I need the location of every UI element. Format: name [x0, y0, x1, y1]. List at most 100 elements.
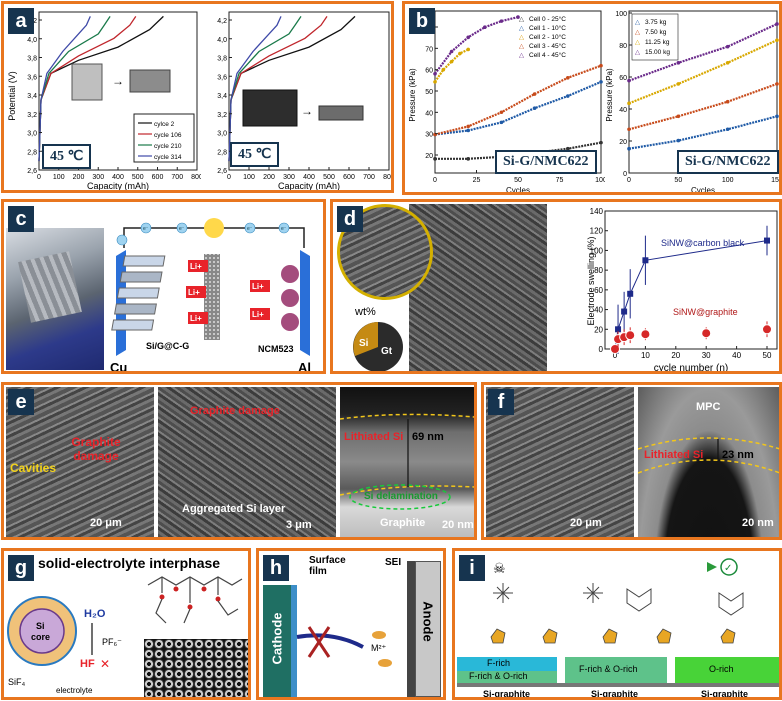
panel-f-tag: f: [488, 389, 514, 415]
svg-text:Li+: Li+: [252, 282, 264, 291]
svg-text:Si: Si: [359, 338, 369, 349]
x-tick-label: 0: [613, 351, 618, 360]
legend-item: 7.50 kg: [645, 29, 667, 36]
x-tick-label: 100: [595, 177, 605, 184]
light-bulb-icon: [204, 218, 224, 238]
y-tick-label: 4,2: [217, 18, 227, 25]
skull-icon: ☠: [493, 560, 506, 576]
data-point: [676, 138, 681, 143]
hf-label: HF: [80, 658, 95, 670]
panel-a-legend: cylce 2 cycle 106 cycle 210 cycle 314: [133, 113, 195, 163]
panel-h: h Cathode Anode Surface film SEI M²⁺: [256, 548, 446, 700]
svg-text:△: △: [519, 34, 525, 41]
legend-item: Cell 0 - 25°C: [529, 15, 566, 23]
svg-text:△: △: [635, 39, 641, 46]
x-tick-label: 700: [171, 174, 183, 181]
legend-item: 3.75 kg: [645, 19, 667, 26]
cu-label: Cu: [110, 360, 127, 374]
legend-item: Cell 3 - 45°C: [529, 42, 566, 50]
dissolution-arrow: [296, 626, 392, 667]
panel-b-right-label: Si-G/NMC622: [677, 150, 779, 174]
panel-b-tag: b: [409, 8, 435, 34]
cell-photo: [318, 105, 364, 121]
x-tick-label: 100: [53, 174, 65, 181]
mesh-image: [144, 639, 248, 697]
y-tick-label: 2,8: [217, 149, 227, 156]
panel-c-tag: c: [8, 206, 34, 232]
legend-item: Cell 4 - 45°C: [529, 51, 566, 59]
wt-label: wt%: [355, 306, 376, 318]
swelling-series: [610, 225, 772, 354]
y-tick-label: 3,0: [217, 131, 227, 138]
y-tick-label: 3,4: [27, 93, 37, 100]
svg-text:e⁻: e⁻: [143, 226, 149, 232]
y-tick-label: 40: [425, 110, 433, 117]
data-point: [775, 114, 779, 119]
y-tick-label: 3,0: [27, 131, 37, 138]
y-tick-label: 0: [599, 345, 604, 354]
metal-ion-label: M²⁺: [371, 643, 387, 653]
svg-text:△: △: [519, 25, 525, 32]
panel-b-left-xlabel: Cycles: [506, 186, 530, 195]
cathode-block: Cathode: [263, 585, 291, 697]
legend-item: Cell 2 - 10°C: [529, 33, 566, 41]
scale-bar-f2: 20 nm: [742, 517, 774, 529]
panel-b-left-legend: △Cell 0 - 25°C △Cell 1 - 10°C △Cell 2 - …: [519, 15, 566, 59]
sif4-label: SiF₄: [8, 677, 26, 687]
y-tick-label: 4,0: [27, 37, 37, 44]
series-line: [228, 16, 328, 162]
y-tick-label: 3,2: [27, 112, 37, 119]
graphite-damage-label-2: Graphite damage: [190, 405, 280, 417]
panel-a-right-lines: [228, 15, 356, 162]
x-tick-label: 50: [514, 177, 522, 184]
svg-text:Si: Si: [36, 621, 45, 631]
data-point: [764, 237, 770, 244]
data-point: [599, 140, 603, 145]
data-point: [566, 76, 570, 80]
data-point: [775, 38, 779, 42]
data-point: [516, 15, 520, 19]
panel-b-right-points: [627, 22, 779, 151]
hand-pouch-photo: [6, 228, 104, 370]
series-line: [435, 141, 602, 160]
data-point: [466, 35, 470, 40]
y-tick-label: 60: [619, 75, 627, 82]
data-point: [449, 49, 454, 54]
cathode-label: NCM523: [258, 344, 294, 354]
data-point: [532, 92, 537, 96]
data-point: [725, 61, 730, 65]
y-tick-label: 3,8: [27, 56, 37, 63]
svg-text:e⁻: e⁻: [247, 226, 253, 232]
bar-f-o-rich-1: F-rich & O-rich: [457, 671, 557, 683]
panel-g-tag: g: [8, 555, 34, 581]
series-line: [628, 115, 778, 150]
arrow-right-icon: →: [301, 104, 313, 118]
bar-f-rich: F-rich: [457, 657, 557, 671]
panel-c: c e⁻e⁻e⁻e⁻ Li+ Li+ Li+ Li+ Li+: [1, 199, 326, 374]
x-tick-label: 20: [671, 351, 680, 360]
svg-text:Li+: Li+: [188, 288, 200, 297]
data-point: [642, 257, 649, 264]
y-tick-label: 3,6: [27, 74, 37, 81]
block-x-icon: ✕: [100, 657, 110, 671]
aggregated-si-label: Aggregated Si layer: [182, 503, 286, 515]
svg-text:△: △: [635, 19, 641, 26]
h2o-label: H₂O: [84, 608, 106, 620]
series-line: [434, 80, 602, 136]
x-tick-label: 100: [722, 177, 734, 184]
panel-a-left-chart: 2,62,83,03,23,43,63,84,04,20100200300400…: [7, 11, 201, 190]
data-point: [725, 99, 730, 104]
data-point: [627, 290, 634, 297]
li-ions: Li+ Li+ Li+ Li+ Li+: [186, 260, 270, 324]
scale-bar-1: 20 μm: [90, 517, 122, 529]
svg-text:Gt: Gt: [381, 346, 393, 357]
cavities-label: Cavities: [10, 461, 57, 475]
data-point: [466, 157, 470, 161]
thickness-label-f: 23 nm: [722, 449, 754, 461]
bar-f-o-rich-2: F-rich & O-rich: [565, 657, 667, 683]
y-tick-label: 120: [590, 227, 604, 236]
mpc-label: MPC: [696, 401, 721, 413]
x-tick-label: 10: [641, 351, 650, 360]
